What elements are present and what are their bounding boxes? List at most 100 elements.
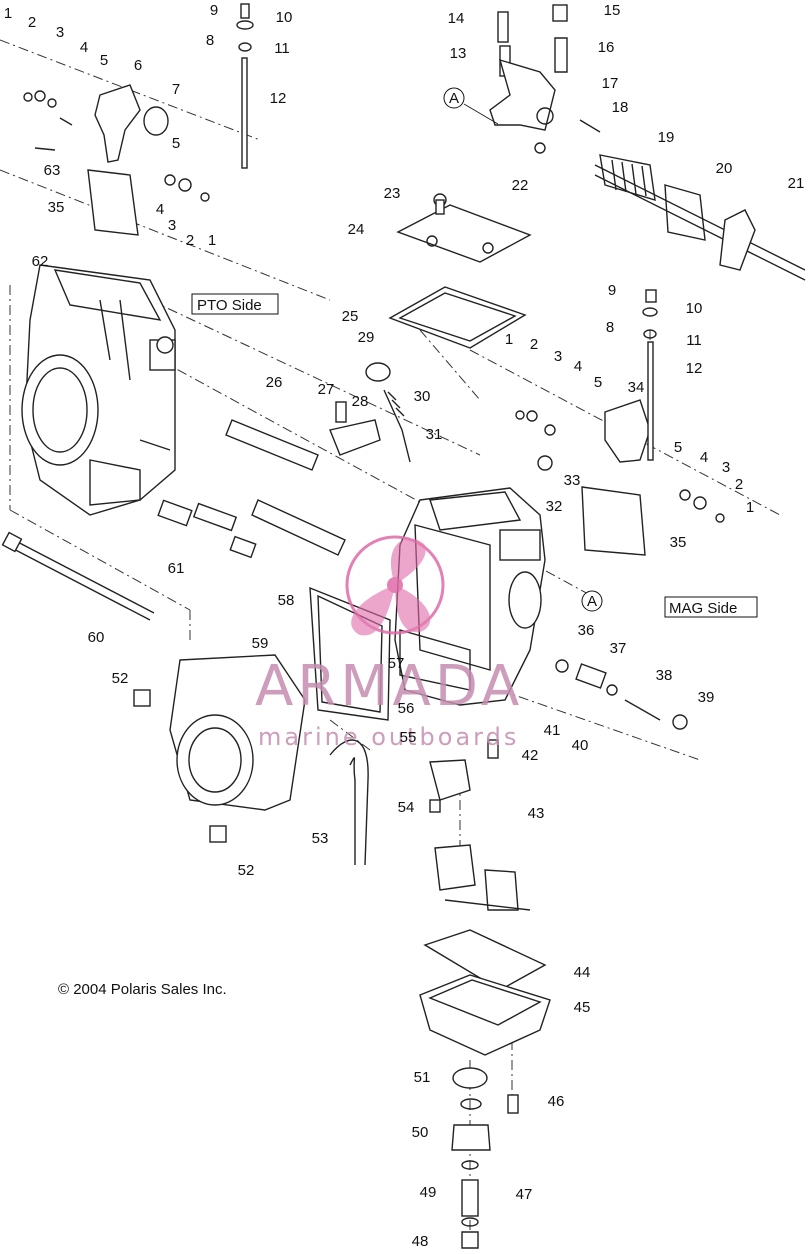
- pto-throttle-linkage: [23, 84, 210, 236]
- pto-side-text: PTO Side: [197, 297, 262, 314]
- callout-35: 35: [48, 199, 65, 216]
- callout-10: 10: [276, 9, 293, 26]
- jets-and-float-parts: [429, 659, 688, 911]
- callout-63: 63: [44, 162, 61, 179]
- callout-5: 5: [674, 439, 682, 456]
- vent-hose: [329, 739, 369, 866]
- callout-53: 53: [312, 830, 329, 847]
- reference-marker-a-top-text: A: [449, 90, 459, 107]
- callout-1: 1: [746, 499, 754, 516]
- pto-needle-assembly: [236, 3, 254, 169]
- mag-throttle-linkage: [515, 289, 725, 556]
- mag-side-text: MAG Side: [669, 600, 737, 617]
- callout-8: 8: [206, 32, 214, 49]
- callout-52: 52: [112, 670, 129, 687]
- callout-16: 16: [598, 39, 615, 56]
- callout-27: 27: [318, 381, 335, 398]
- callout-5: 5: [100, 52, 108, 69]
- top-cover-and-gasket: [388, 193, 532, 349]
- callout-40: 40: [572, 737, 589, 754]
- fuel-tubes: [157, 419, 346, 559]
- callout-1: 1: [505, 331, 513, 348]
- copyright-notice: © 2004 Polaris Sales Inc.: [58, 981, 227, 998]
- watermark-tagline: marine outboards: [258, 723, 519, 751]
- callout-34: 34: [628, 379, 645, 396]
- callout-10: 10: [686, 300, 703, 317]
- callout-9: 9: [608, 282, 616, 299]
- callout-52: 52: [238, 862, 255, 879]
- callout-1: 1: [4, 5, 12, 22]
- callout-2: 2: [735, 476, 743, 493]
- callout-41: 41: [544, 722, 561, 739]
- callout-56: 56: [398, 700, 415, 717]
- callout-15: 15: [604, 2, 621, 19]
- callout-33: 33: [564, 472, 581, 489]
- callout-21: 21: [788, 175, 805, 192]
- callout-3: 3: [554, 348, 562, 365]
- callout-12: 12: [270, 90, 287, 107]
- callout-4: 4: [574, 358, 582, 375]
- callout-18: 18: [612, 99, 629, 116]
- callout-54: 54: [398, 799, 415, 816]
- callout-6: 6: [134, 57, 142, 74]
- callout-55: 55: [400, 729, 417, 746]
- float-bowl: [419, 929, 551, 1056]
- reference-marker-a-mid-text: A: [587, 593, 597, 610]
- callout-37: 37: [610, 640, 627, 657]
- callout-26: 26: [266, 374, 283, 391]
- callout-58: 58: [278, 592, 295, 609]
- callout-36: 36: [578, 622, 595, 639]
- bowl-drain-parts: [451, 1067, 519, 1249]
- callout-60: 60: [88, 629, 105, 646]
- callout-25: 25: [342, 308, 359, 325]
- callout-44: 44: [574, 964, 591, 981]
- callout-43: 43: [528, 805, 545, 822]
- callout-5: 5: [172, 135, 180, 152]
- callout-46: 46: [548, 1093, 565, 1110]
- throttle-shaft-assembly: [489, 4, 806, 281]
- callout-11: 11: [274, 40, 290, 57]
- callout-8: 8: [606, 319, 614, 336]
- callout-39: 39: [698, 689, 715, 706]
- callout-7: 7: [172, 81, 180, 98]
- callout-61: 61: [168, 560, 185, 577]
- callout-4: 4: [156, 201, 164, 218]
- callout-4: 4: [80, 39, 88, 56]
- callout-28: 28: [352, 393, 369, 410]
- callout-2: 2: [28, 14, 36, 31]
- armada-watermark: ARMADA marine outboards: [255, 535, 523, 751]
- reference-marker-a-mid: A: [581, 590, 603, 612]
- callout-42: 42: [522, 747, 539, 764]
- callout-31: 31: [426, 426, 443, 443]
- callout-38: 38: [656, 667, 673, 684]
- watermark-brand: ARMADA: [255, 654, 523, 719]
- callout-59: 59: [252, 635, 269, 652]
- callout-20: 20: [716, 160, 733, 177]
- idle-screw-parts: [329, 362, 411, 463]
- callout-47: 47: [516, 1186, 533, 1203]
- callout-23: 23: [384, 185, 401, 202]
- callout-30: 30: [414, 388, 431, 405]
- callout-2: 2: [530, 336, 538, 353]
- mag-side-label: MAG Side: [664, 596, 758, 618]
- callout-14: 14: [448, 10, 465, 27]
- pto-side-label: PTO Side: [191, 293, 279, 315]
- callout-62: 62: [32, 253, 49, 270]
- callout-35: 35: [670, 534, 687, 551]
- callout-2: 2: [186, 232, 194, 249]
- callout-3: 3: [56, 24, 64, 41]
- callout-57: 57: [388, 655, 405, 672]
- callout-51: 51: [414, 1069, 431, 1086]
- mag-carburetor-body: [394, 487, 546, 706]
- callout-49: 49: [420, 1184, 437, 1201]
- callout-11: 11: [686, 332, 702, 349]
- callout-29: 29: [358, 329, 375, 346]
- propeller-logo: [345, 535, 445, 636]
- callout-3: 3: [168, 217, 176, 234]
- callout-32: 32: [546, 498, 563, 515]
- callout-12: 12: [686, 360, 703, 377]
- callout-48: 48: [412, 1233, 429, 1250]
- callout-22: 22: [512, 177, 529, 194]
